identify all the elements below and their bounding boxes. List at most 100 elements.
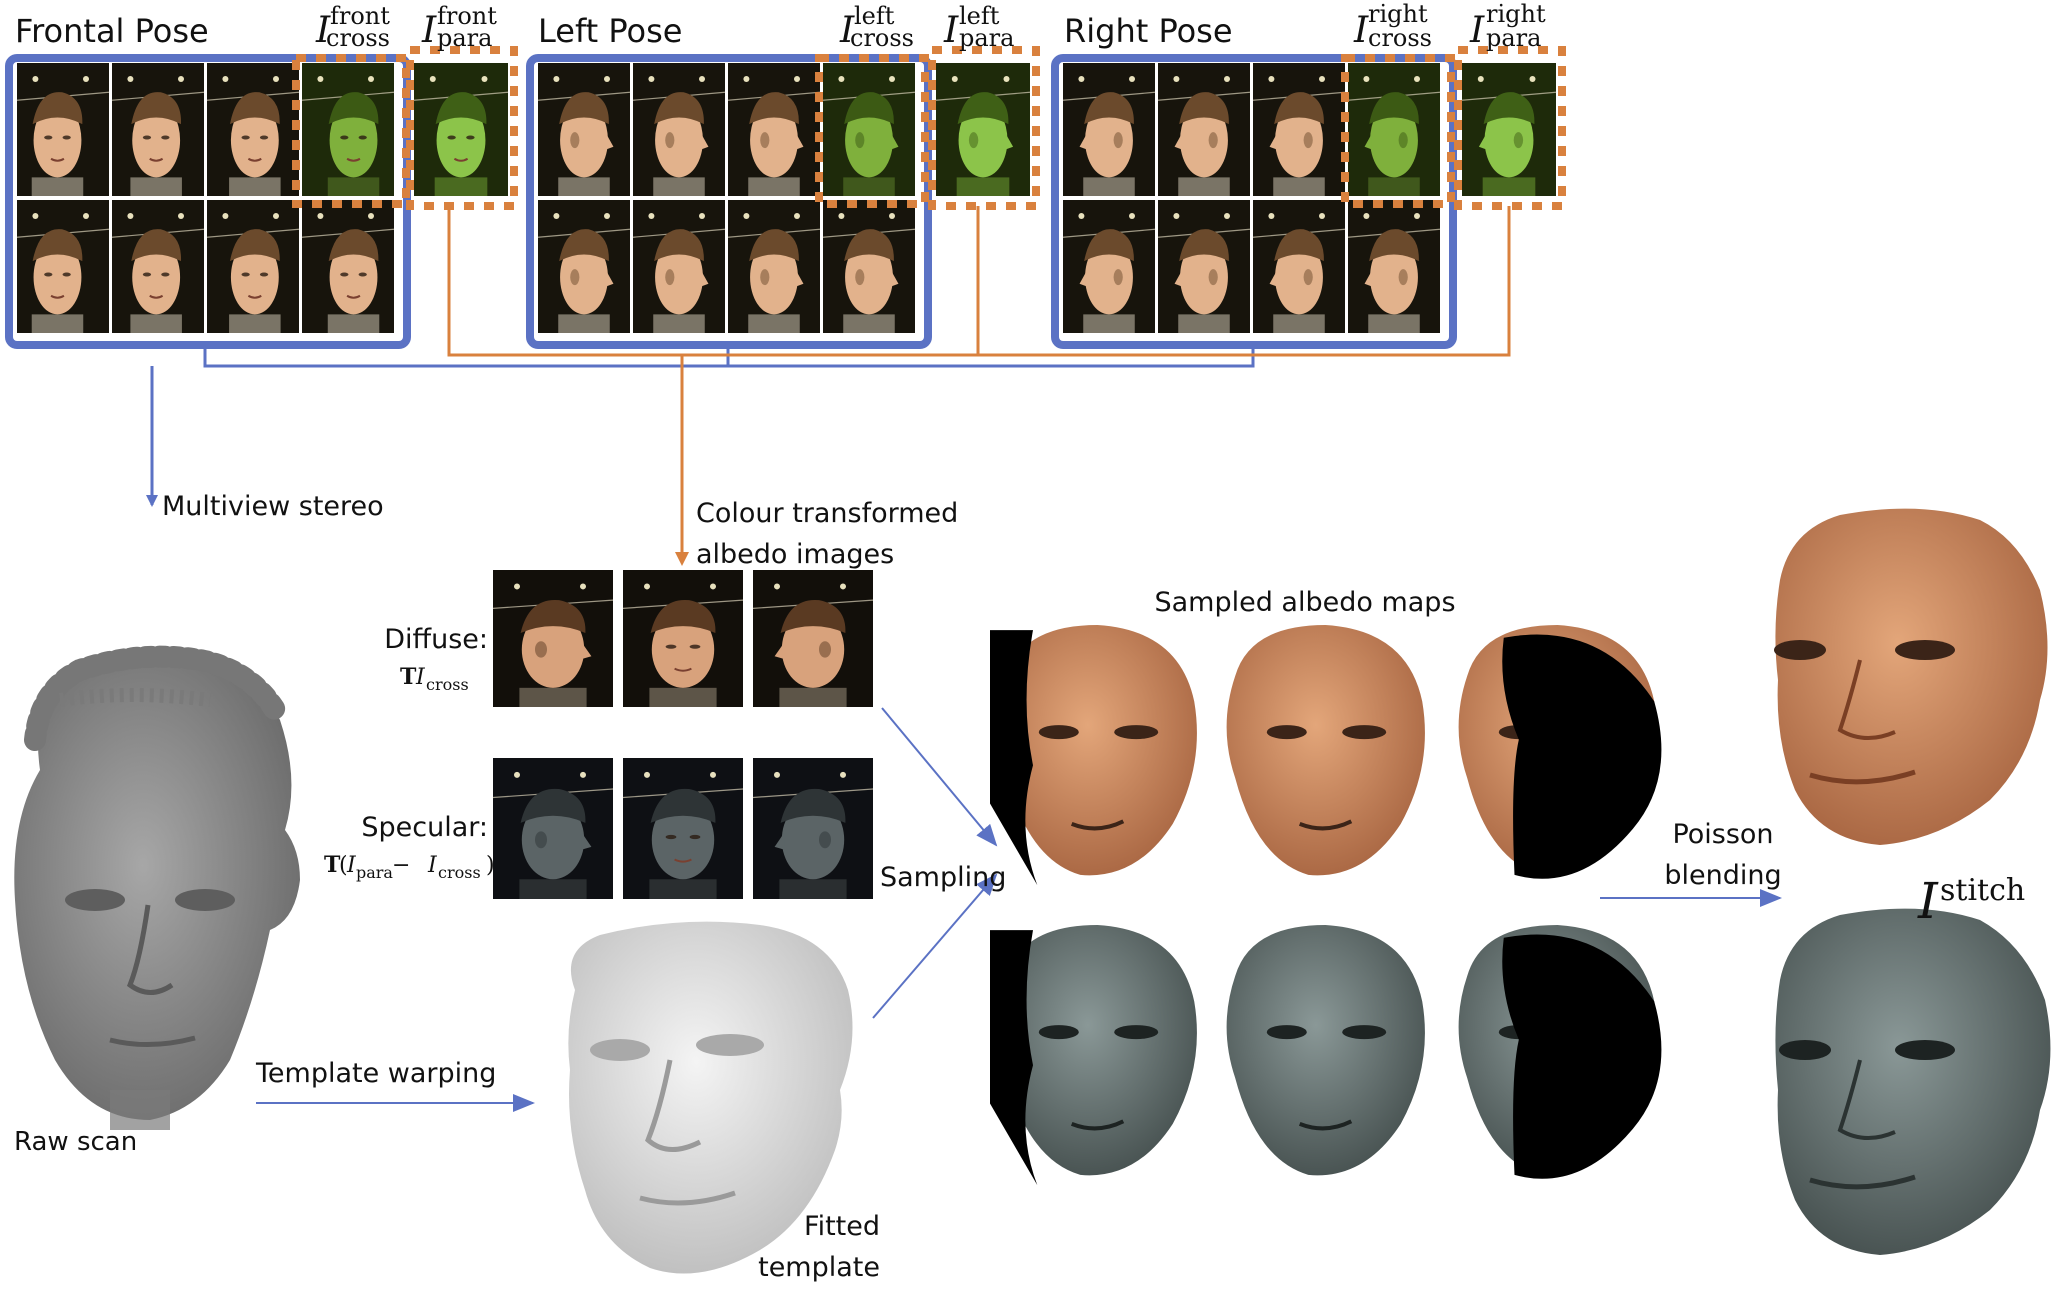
pose-photo xyxy=(727,200,821,333)
svg-text:right: right xyxy=(1368,0,1428,28)
svg-text:(: ( xyxy=(339,853,348,878)
fitted-template-mesh xyxy=(568,921,853,1274)
specular-label: Specular: xyxy=(361,812,488,843)
pose-photo xyxy=(1347,200,1441,333)
svg-text:): ) xyxy=(486,853,495,878)
svg-text:T: T xyxy=(400,664,417,690)
pose-photo xyxy=(727,63,821,196)
svg-text:para: para xyxy=(437,24,492,52)
svg-text:cross: cross xyxy=(850,24,914,52)
specular-tile xyxy=(752,758,874,899)
svg-text:right: right xyxy=(1486,0,1546,28)
diffuse-tile xyxy=(492,570,614,707)
svg-text:front: front xyxy=(437,2,497,30)
frontal-pose-title: Frontal Pose xyxy=(15,12,209,50)
svg-text:I: I xyxy=(1353,10,1369,51)
pose-photo xyxy=(1062,63,1156,196)
sampled-albedo-maps-label: Sampled albedo maps xyxy=(1154,587,1455,618)
frontal-para-symbol: I front para xyxy=(421,2,497,52)
frontal-para-frame xyxy=(406,46,518,210)
specular-tile xyxy=(492,758,614,899)
colour-transformed-label-1: Colour transformed xyxy=(696,498,958,529)
multiview-stereo-label: Multiview stereo xyxy=(162,491,384,522)
svg-text:T: T xyxy=(324,852,341,878)
sampling-arrow-bottom xyxy=(872,873,998,1019)
flow-arrows xyxy=(256,707,1782,1112)
pose-photo xyxy=(111,63,205,196)
template-warping-label: Template warping xyxy=(255,1058,496,1089)
right-cross-symbol: I right cross xyxy=(1353,0,1432,52)
left-pose-title: Left Pose xyxy=(538,12,682,50)
sampled-map xyxy=(1458,925,1662,1179)
para-photo xyxy=(935,63,1031,196)
left-para-symbol: I left para xyxy=(943,2,1014,52)
sampled-map xyxy=(990,625,1197,886)
left-para-frame xyxy=(928,46,1040,210)
svg-text:cross: cross xyxy=(438,863,481,882)
svg-text:I: I xyxy=(839,10,855,51)
svg-text:cross: cross xyxy=(426,675,469,694)
svg-text:cross: cross xyxy=(1368,24,1432,52)
fitted-template-label-1: Fitted xyxy=(804,1211,880,1242)
pose-photo xyxy=(16,200,110,333)
raw-scan-mesh xyxy=(14,645,301,1130)
sampled-map xyxy=(1226,925,1425,1176)
poisson-label-2: blending xyxy=(1664,860,1781,891)
svg-text:I: I xyxy=(315,10,331,51)
blue-connectors xyxy=(146,345,1255,507)
svg-text:I: I xyxy=(427,853,438,878)
pose-photo xyxy=(822,200,916,333)
right-pose-title: Right Pose xyxy=(1064,12,1233,50)
fitted-template-label-2: template xyxy=(758,1252,880,1283)
frontal-cross-frame xyxy=(292,54,410,208)
sampling-label: Sampling xyxy=(880,862,1006,893)
pose-photo xyxy=(632,200,726,333)
albedo-image-grid xyxy=(492,570,874,899)
sampling-arrow-top xyxy=(881,707,998,847)
orange-connectors xyxy=(447,206,1511,566)
svg-text:I: I xyxy=(1469,10,1485,51)
specular-formula: T ( I para − I cross ) xyxy=(324,852,495,882)
specular-tile xyxy=(622,758,744,899)
pose-photo xyxy=(1157,200,1251,333)
diffuse-formula: T I cross xyxy=(400,664,469,694)
sampled-albedo-map-grid xyxy=(990,625,1662,1186)
sampled-map xyxy=(1458,625,1662,879)
stitch-symbol: I stitch xyxy=(1917,872,2025,930)
stitched-specular-face xyxy=(1775,908,2051,1255)
svg-text:I: I xyxy=(943,10,959,51)
raw-scan-label: Raw scan xyxy=(14,1127,137,1157)
sampled-map xyxy=(1226,625,1425,876)
diffuse-tile xyxy=(752,570,874,707)
pose-photo xyxy=(1347,63,1441,196)
photo-grids xyxy=(16,63,1557,333)
svg-text:I: I xyxy=(1917,872,1939,930)
left-cross-frame xyxy=(815,54,929,208)
svg-text:front: front xyxy=(330,2,390,30)
para-photo xyxy=(413,63,509,196)
pose-photo xyxy=(1252,63,1346,196)
pose-photo xyxy=(111,200,205,333)
svg-text:cross: cross xyxy=(326,24,390,52)
pose-photo xyxy=(206,63,300,196)
svg-text:I: I xyxy=(346,853,357,878)
orange-frames xyxy=(292,46,1566,210)
svg-text:left: left xyxy=(959,2,1000,30)
left-cross-symbol: I left cross xyxy=(839,2,914,52)
svg-text:para: para xyxy=(1486,24,1541,52)
right-cross-frame xyxy=(1341,54,1455,208)
pose-photo xyxy=(206,200,300,333)
svg-text:−: − xyxy=(392,853,410,878)
pose-photo xyxy=(822,63,916,196)
svg-text:para: para xyxy=(356,863,393,882)
svg-text:I: I xyxy=(421,10,437,51)
pose-photo xyxy=(16,63,110,196)
colour-transformed-label-2: albedo images xyxy=(696,539,894,570)
stitched-diffuse-face xyxy=(1774,508,2048,845)
pose-photo xyxy=(632,63,726,196)
pose-photo xyxy=(1062,200,1156,333)
pose-photo xyxy=(301,200,395,333)
para-photo xyxy=(1461,63,1557,196)
pose-photo xyxy=(537,63,631,196)
